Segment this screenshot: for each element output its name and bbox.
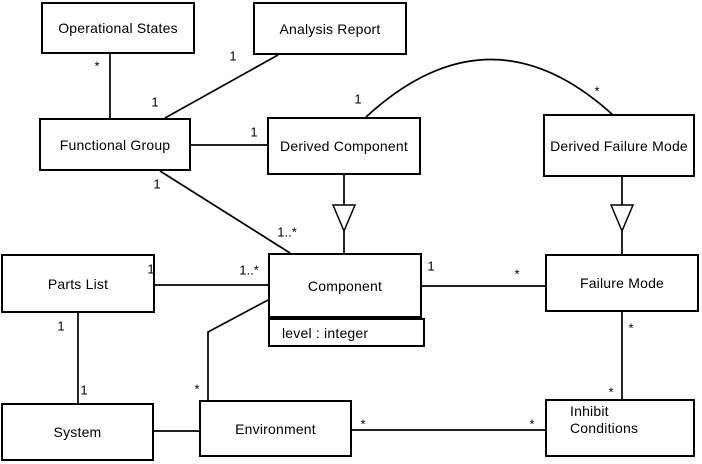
class-functional-group: Functional Group	[39, 118, 191, 171]
assoc-component-environment	[207, 299, 269, 400]
class-name: System	[53, 424, 102, 440]
class-component-attributes: level : integer	[268, 318, 425, 347]
multiplicity-label: 1	[427, 258, 435, 274]
multiplicity-label: 1..*	[277, 224, 297, 240]
multiplicity-label: *	[194, 381, 200, 397]
multiplicity-label: 1	[153, 176, 161, 192]
multiplicity-label: *	[360, 416, 366, 432]
class-name: Component	[307, 277, 383, 294]
class-component: Component	[268, 253, 422, 318]
multiplicity-label: 1	[151, 94, 159, 110]
multiplicity-label: 1	[250, 124, 258, 140]
multiplicity-label: 1	[147, 261, 155, 277]
class-failure-mode: Failure Mode	[545, 254, 699, 312]
multiplicity-label: 1	[229, 48, 237, 64]
class-name: Environment	[235, 420, 316, 437]
generalization-triangle-icon	[331, 204, 357, 233]
class-system: System	[1, 403, 154, 461]
multiplicity-label: *	[514, 266, 520, 282]
class-environment: Environment	[199, 400, 352, 457]
multiplicity-label: *	[94, 58, 100, 74]
attribute-level: level : integer	[282, 324, 369, 341]
class-name: Derived Component	[280, 138, 408, 154]
multiplicity-label: *	[608, 384, 614, 400]
assoc-derived-component-derived-failure-mode-arc	[365, 58, 614, 118]
class-inhibit-conditions: Inhibit Conditions	[545, 399, 695, 457]
multiplicity-label: *	[594, 83, 600, 99]
multiplicity-label: *	[628, 320, 634, 336]
class-operational-states: Operational States	[41, 2, 195, 54]
class-name: Functional Group	[59, 136, 171, 153]
multiplicity-label: *	[529, 416, 535, 432]
assoc-functional-group-component	[159, 170, 291, 254]
class-name-line1: Inhibit	[570, 403, 609, 419]
generalization-triangle-icon	[609, 204, 635, 233]
class-name: Operational States	[58, 20, 178, 36]
assoc-analysis-report-functional-group	[164, 54, 279, 119]
multiplicity-label: 1..*	[239, 262, 259, 278]
class-name: Analysis Report	[279, 20, 381, 37]
class-name: Failure Mode	[579, 275, 665, 291]
class-name-line2: Conditions	[570, 420, 639, 436]
class-parts-list: Parts List	[1, 254, 155, 313]
class-name: Derived Failure Mode	[550, 137, 688, 154]
class-derived-failure-mode: Derived Failure Mode	[543, 114, 695, 177]
class-name: Parts List	[47, 275, 109, 292]
multiplicity-label: 1	[80, 382, 88, 398]
multiplicity-label: 1	[354, 91, 362, 107]
class-analysis-report: Analysis Report	[253, 2, 407, 55]
multiplicity-label: 1	[57, 318, 65, 334]
class-derived-component: Derived Component	[267, 117, 421, 175]
